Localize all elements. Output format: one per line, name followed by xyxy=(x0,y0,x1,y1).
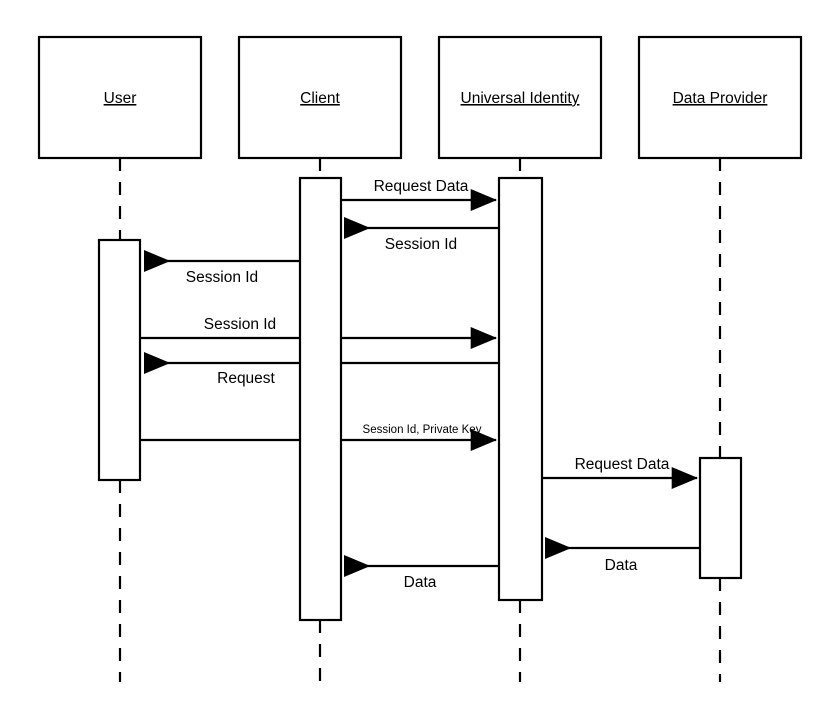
participant-label-data-provider: Data Provider xyxy=(673,90,768,107)
message-label-request-ui-user: Request xyxy=(217,370,275,387)
message-label-session-id-client-user: Session Id xyxy=(186,269,258,286)
participant-label-client: Client xyxy=(300,90,340,107)
participant-universal-identity[interactable]: Universal Identity xyxy=(437,35,603,160)
participant-label-user: User xyxy=(104,90,137,107)
message-label-session-id-ui-client: Session Id xyxy=(385,236,457,253)
message-label-request-data-client-ui: Request Data xyxy=(374,178,469,195)
activation-bar-client[interactable] xyxy=(298,176,343,622)
participant-label-universal-identity: Universal Identity xyxy=(461,90,580,107)
message-label-data-dp-ui: Data xyxy=(605,557,638,574)
participant-box-universal-identity[interactable] xyxy=(437,35,603,160)
message-label-data-ui-client: Data xyxy=(404,574,437,591)
message-label-request-data-ui-dp: Request Data xyxy=(575,456,670,473)
participant-box-user[interactable] xyxy=(37,35,203,160)
participant-client[interactable]: Client xyxy=(237,35,403,160)
lifelines-group xyxy=(118,158,722,682)
activation-bar-data-provider[interactable] xyxy=(698,456,743,580)
participant-user[interactable]: User xyxy=(37,35,203,160)
participant-box-data-provider[interactable] xyxy=(637,35,803,160)
participant-box-client[interactable] xyxy=(237,35,403,160)
participant-data-provider[interactable]: Data Provider xyxy=(637,35,803,160)
message-labels-group: Request Data Session Id Session Id Sessi… xyxy=(186,178,670,591)
message-label-session-id-user-ui: Session Id xyxy=(204,316,276,333)
message-label-session-id-private-key-user-ui: Session Id, Private Key xyxy=(363,424,482,436)
activation-bar-universal-identity[interactable] xyxy=(497,176,544,602)
activation-bar-user[interactable] xyxy=(97,238,142,482)
activation-bars-group xyxy=(97,176,743,622)
